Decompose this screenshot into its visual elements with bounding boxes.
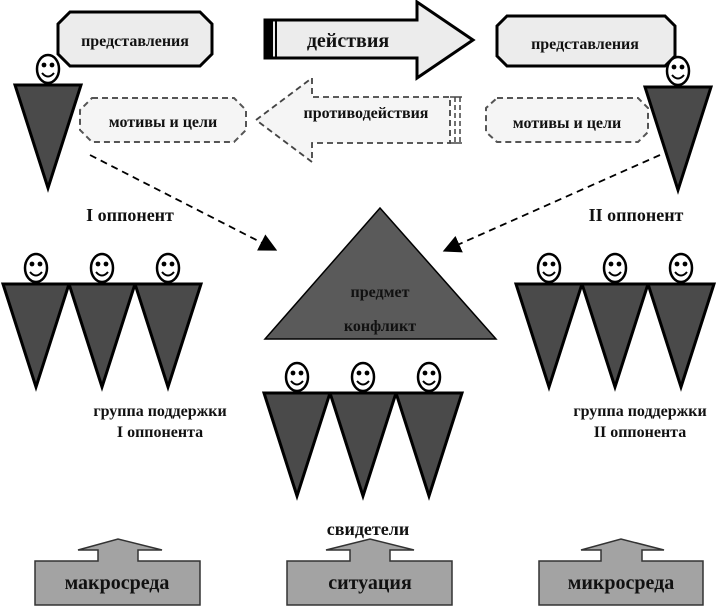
person-icon <box>580 252 650 389</box>
counteractions-arrow: противодействия <box>254 76 462 164</box>
witnesses-group <box>262 361 464 498</box>
conflict-subject-triangle: предмет конфликт <box>263 206 498 340</box>
motives-box-opponent1: мотивы и цели <box>79 97 247 143</box>
opponent1-figure <box>13 53 83 190</box>
person-icon <box>514 252 584 389</box>
motives-label-opponent1: мотивы и цели <box>109 114 217 131</box>
macro-environment-label: макросреда <box>65 572 170 594</box>
opponent2-figure <box>643 55 713 192</box>
person-icon <box>394 361 464 498</box>
support-group-opponent1 <box>1 252 203 389</box>
support-group1-line2: I оппонента <box>117 424 203 441</box>
opponent2-label: II оппонент <box>589 205 684 225</box>
person-icon <box>67 252 137 389</box>
support-group2-line2: II оппонента <box>594 424 686 441</box>
conflict-subject-line2: конфликт <box>344 318 416 335</box>
person-icon <box>13 53 83 190</box>
dashed-arrow-opponent1-to-subject <box>89 154 278 251</box>
support-group2-line1: группа поддержки <box>573 403 706 420</box>
person-icon <box>643 55 713 192</box>
person-icon <box>133 252 203 389</box>
actions-label: действия <box>307 30 390 52</box>
micro-environment-block: микросреда <box>538 538 704 606</box>
support-group-opponent2 <box>514 252 716 389</box>
person-icon <box>328 361 398 498</box>
opponent1-label: I оппонент <box>86 205 174 225</box>
conflict-subject-line1: предмет <box>351 284 410 301</box>
person-icon <box>262 361 332 498</box>
ideas-label-opponent1: представления <box>81 33 189 50</box>
counteractions-label: противодействия <box>304 105 429 122</box>
support-group1-line1: группа поддержки <box>93 403 226 420</box>
situation-label: ситуация <box>328 572 412 594</box>
ideas-box-opponent1: представления <box>56 10 214 68</box>
person-icon <box>646 252 716 389</box>
motives-label-opponent2: мотивы и цели <box>513 115 621 132</box>
person-icon <box>1 252 71 389</box>
macro-environment-block: макросреда <box>34 538 201 606</box>
motives-box-opponent2: мотивы и цели <box>485 97 649 143</box>
micro-environment-label: микросреда <box>568 572 675 594</box>
dashed-arrow-opponent2-to-subject <box>442 154 661 253</box>
ideas-label-opponent2: представления <box>531 36 639 53</box>
actions-arrow: действия <box>263 0 476 81</box>
situation-block: ситуация <box>286 538 453 606</box>
witnesses-label: свидетели <box>327 519 409 539</box>
ideas-box-opponent2: представления <box>495 14 677 68</box>
